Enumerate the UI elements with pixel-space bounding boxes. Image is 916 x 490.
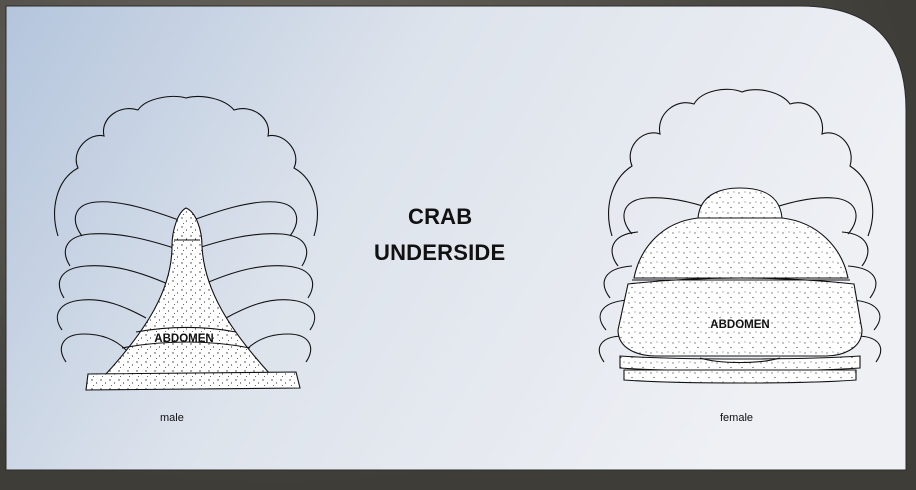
male-caption: male — [160, 412, 184, 424]
female-abdomen-label: ABDOMEN — [710, 319, 769, 331]
female-caption: female — [720, 412, 753, 424]
title-line-2: UNDERSIDE — [374, 240, 505, 266]
title-line-1: CRAB — [408, 204, 472, 230]
male-abdomen-label: ABDOMEN — [154, 333, 213, 345]
male-bottom-plate — [86, 372, 300, 390]
